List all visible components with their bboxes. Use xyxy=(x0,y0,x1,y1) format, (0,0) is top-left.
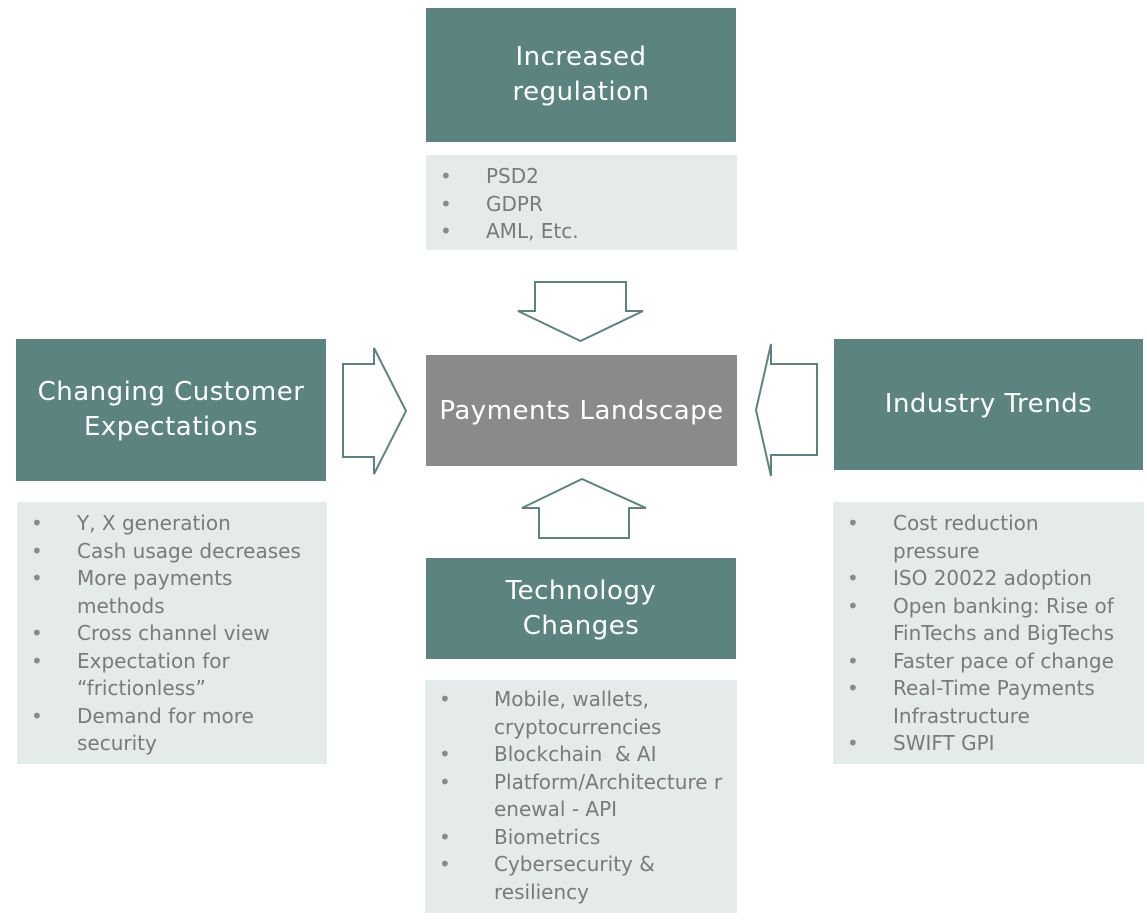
list-item: More payments methods xyxy=(31,565,257,620)
list-item: Biometrics xyxy=(439,824,727,852)
list-item: Expectation for “frictionless” xyxy=(31,648,257,703)
list-item: Cash usage decreases xyxy=(31,538,317,566)
list-item: Real-Time Payments Infrastructure xyxy=(847,675,1108,730)
industry-trends-header: Industry Trends xyxy=(834,339,1143,470)
list-item: Mobile, wallets, cryptocurrencies xyxy=(439,686,684,741)
list-item: Cybersecurity & resiliency xyxy=(439,851,674,906)
down-arrow-icon xyxy=(517,281,644,343)
right-arrow-icon xyxy=(342,347,408,475)
list-item: Faster pace of change xyxy=(847,648,1134,676)
list-item: Demand for more security xyxy=(31,703,277,758)
regulation-title: Increased regulation xyxy=(512,42,650,107)
list-item: Open banking: Rise of FinTechs and BigTe… xyxy=(847,593,1133,648)
list-item: Cross channel view xyxy=(31,620,317,648)
technology-changes-header: Technology Changes xyxy=(426,558,736,659)
customer-expectations-header: Changing Customer Expectations xyxy=(16,339,326,481)
list-item: Blockchain & AI xyxy=(439,741,727,769)
industry-trends-title: Industry Trends xyxy=(884,389,1093,419)
regulation-header: Increased regulation xyxy=(426,8,736,142)
center-label: Payments Landscape xyxy=(439,395,724,426)
regulation-list: PSD2 GDPR AML, Etc. xyxy=(426,155,737,250)
customer-expectations-list: Y, X generation Cash usage decreases Mor… xyxy=(17,502,327,764)
list-item: Cost reduction pressure xyxy=(847,510,1063,565)
up-arrow-icon xyxy=(521,477,647,539)
customer-expectations-title: Changing Customer Expectations xyxy=(37,377,305,442)
list-item: ISO 20022 adoption xyxy=(847,565,1134,593)
technology-changes-title: Technology Changes xyxy=(505,575,657,641)
payments-landscape-box: Payments Landscape xyxy=(426,355,737,466)
list-item: PSD2 xyxy=(440,163,737,191)
list-item: AML, Etc. xyxy=(440,218,737,246)
list-item: SWIFT GPI xyxy=(847,730,1134,758)
left-arrow-icon xyxy=(754,343,818,477)
industry-trends-list: Cost reduction pressure ISO 20022 adopti… xyxy=(833,502,1144,764)
list-item: Y, X generation xyxy=(31,510,317,538)
list-item: GDPR xyxy=(440,191,737,219)
technology-changes-list: Mobile, wallets, cryptocurrencies Blockc… xyxy=(425,680,737,913)
list-item: Platform/Architecture renewal - API xyxy=(439,769,727,824)
